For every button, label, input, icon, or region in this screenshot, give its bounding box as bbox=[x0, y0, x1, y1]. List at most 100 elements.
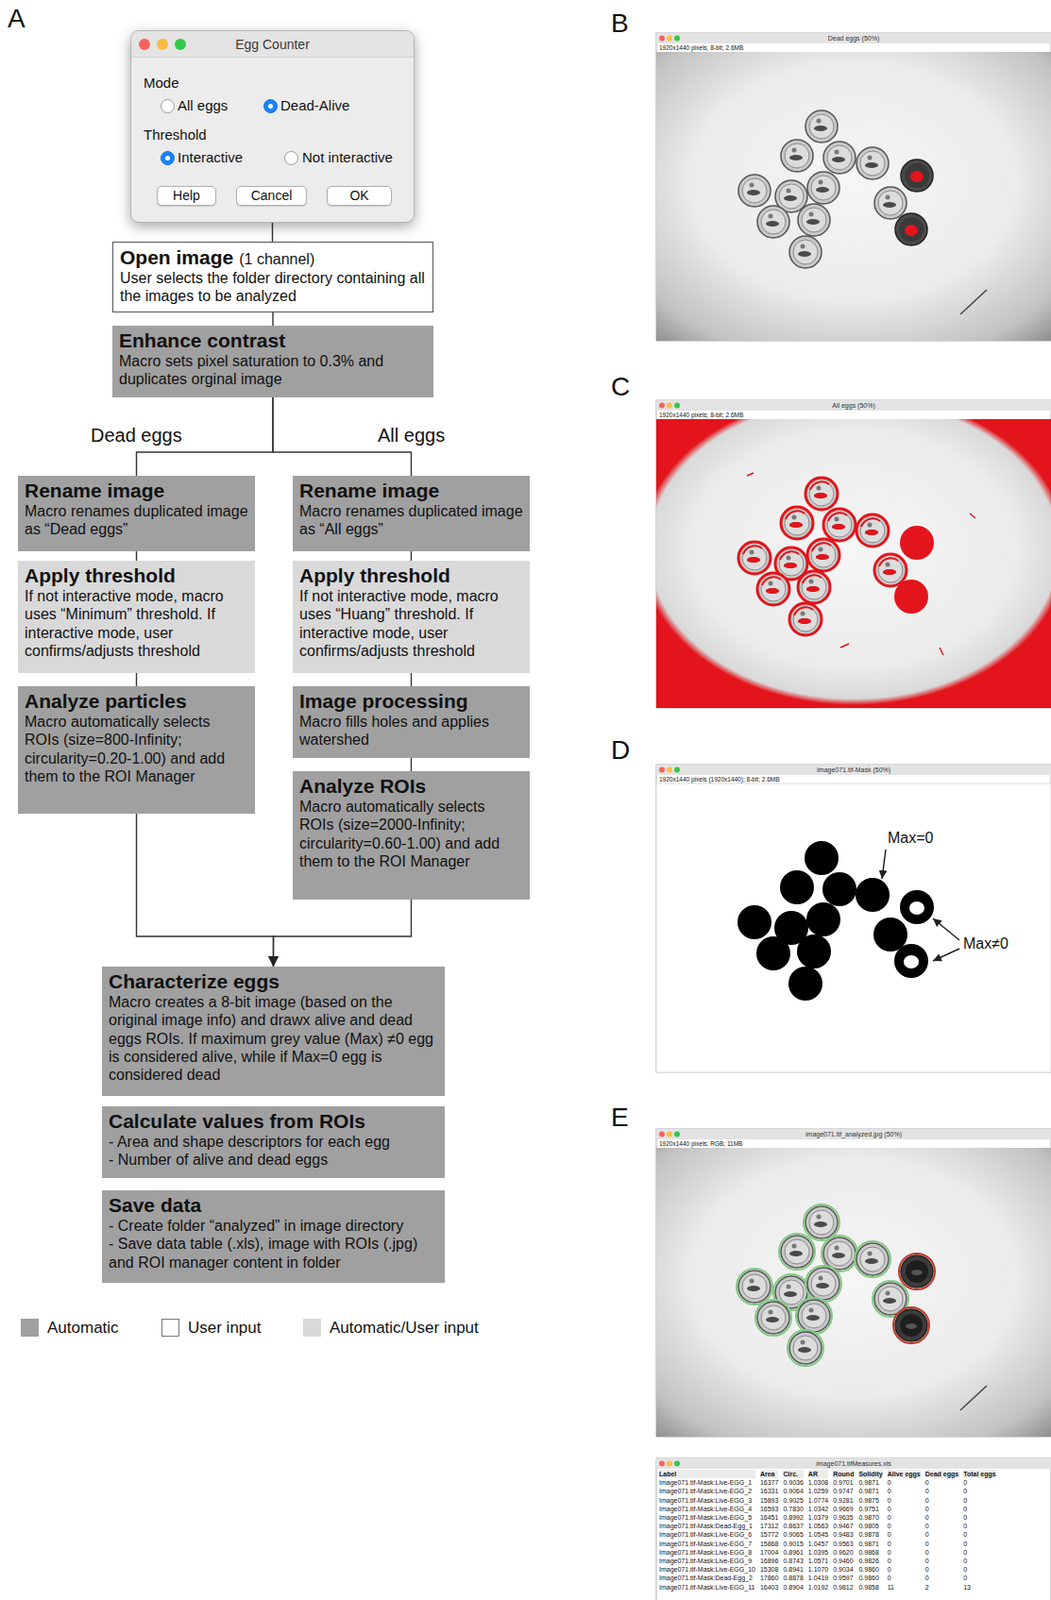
egg bbox=[856, 514, 889, 547]
table-header: Round bbox=[832, 1470, 854, 1479]
dead-egg bbox=[899, 525, 934, 560]
table-cell: 1.0259 bbox=[808, 1487, 829, 1496]
table-cell: 0.8961 bbox=[782, 1548, 803, 1558]
table-cell: 15893 bbox=[760, 1496, 779, 1506]
threshold-image bbox=[656, 419, 1051, 709]
table-cell: 0 bbox=[963, 1513, 996, 1523]
dead-egg bbox=[894, 944, 929, 979]
table-cell: 0.9812 bbox=[832, 1583, 854, 1593]
box-body: - Area and shape descriptors for each eg… bbox=[108, 1133, 439, 1152]
dead-egg bbox=[900, 159, 933, 192]
box-heading: Calculate values from ROIs bbox=[108, 1109, 439, 1134]
table-cell: 0 bbox=[963, 1548, 996, 1558]
table-cell: 0.9701 bbox=[832, 1478, 854, 1488]
table-cell: 0 bbox=[925, 1505, 959, 1514]
egg bbox=[789, 603, 822, 636]
group-label: Threshold bbox=[143, 126, 207, 144]
table-cell: 0.9034 bbox=[832, 1565, 854, 1575]
table-header: Solidity bbox=[858, 1470, 882, 1479]
connector bbox=[273, 899, 412, 967]
window-frame bbox=[656, 1458, 1051, 1600]
box-heading: Rename image bbox=[24, 478, 249, 503]
table-cell: 0.7830 bbox=[782, 1505, 803, 1514]
box-body: If not interactive mode, macro uses “Min… bbox=[24, 587, 249, 661]
table-cell: 15868 bbox=[760, 1540, 779, 1549]
title-bar bbox=[656, 33, 1051, 44]
panel-letter: E bbox=[610, 1102, 629, 1134]
table-cell: 0.9868 bbox=[858, 1548, 882, 1558]
egg bbox=[757, 573, 790, 606]
table-cell: 0 bbox=[887, 1574, 921, 1583]
leader-arrow bbox=[932, 918, 960, 941]
egg bbox=[807, 171, 840, 204]
window-title: All eggs (50%) bbox=[684, 400, 1023, 411]
table-header: Area bbox=[760, 1470, 779, 1479]
table-cell: 1.0545 bbox=[808, 1530, 829, 1540]
radio-label: All eggs bbox=[177, 97, 228, 115]
table-cell: 0.9460 bbox=[832, 1557, 854, 1566]
table-cell: 0 bbox=[887, 1565, 921, 1575]
table-cell: 0.8878 bbox=[782, 1574, 803, 1583]
process-box: Apply thresholdIf not interactive mode, … bbox=[17, 560, 255, 674]
title-bar bbox=[656, 400, 1051, 411]
table-cell: Image071.tif-Mask:Live-EGG_3 bbox=[659, 1496, 756, 1506]
table-cell: 17004 bbox=[760, 1548, 779, 1558]
panel-letter: A bbox=[7, 3, 26, 34]
heading-line: Open image(1 channel) bbox=[119, 245, 426, 270]
table-cell: 0.9015 bbox=[782, 1540, 803, 1549]
table-cell: 16451 bbox=[760, 1513, 779, 1523]
table-cell: 0 bbox=[887, 1548, 921, 1558]
table-cell: 0.9747 bbox=[832, 1487, 854, 1496]
egg bbox=[780, 507, 814, 540]
table-cell: 2 bbox=[925, 1583, 959, 1593]
table-cell: 0.9036 bbox=[782, 1478, 803, 1488]
table-cell: 0 bbox=[925, 1557, 959, 1566]
dialog-button: Cancel bbox=[236, 186, 307, 206]
box-heading: Save data bbox=[108, 1193, 439, 1218]
legend-swatch bbox=[20, 1319, 39, 1338]
radio-label: Interactive bbox=[177, 149, 243, 167]
table-cell: Image071.tif-Mask:Live-EGG_5 bbox=[659, 1513, 756, 1523]
table-cell: 0.9025 bbox=[782, 1496, 803, 1506]
table-cell: 11 bbox=[887, 1583, 921, 1593]
egg bbox=[779, 1234, 815, 1271]
title-bar bbox=[656, 1129, 1051, 1140]
dialog-title: Egg Counter bbox=[131, 35, 414, 53]
table-cell: Image071.tif-Mask:Live-EGG_6 bbox=[659, 1530, 756, 1540]
window-buttons bbox=[659, 1461, 680, 1468]
table-cell: 0 bbox=[963, 1540, 996, 1549]
process-box: Save data- Create folder “analyzed” in i… bbox=[101, 1190, 445, 1284]
table-cell: 0.9860 bbox=[858, 1574, 882, 1583]
table-cell: 1.0774 bbox=[808, 1496, 829, 1506]
egg bbox=[756, 936, 791, 971]
callout-label: Max≠0 bbox=[963, 934, 1009, 953]
table-cell: Image071.tif-Mask:Live-EGG_8 bbox=[659, 1548, 756, 1558]
table-cell: 1.0379 bbox=[808, 1513, 829, 1523]
microscope-image bbox=[656, 51, 1051, 341]
table-header: Circ. bbox=[782, 1470, 803, 1479]
table-cell: 0.8743 bbox=[782, 1557, 803, 1566]
table-cell: Image071.tif-Mask:Live-EGG_9 bbox=[659, 1557, 756, 1566]
table-cell: 0.8904 bbox=[782, 1583, 803, 1593]
egg bbox=[738, 542, 771, 575]
table-cell: 16403 bbox=[760, 1583, 779, 1593]
connector bbox=[271, 312, 273, 326]
heading-note: (1 channel) bbox=[238, 251, 315, 268]
button-label: Cancel bbox=[251, 187, 293, 204]
legend-swatch bbox=[303, 1319, 322, 1338]
egg bbox=[855, 878, 890, 913]
table-cell: Image071.tif-Mask:Live-EGG_1 bbox=[659, 1478, 756, 1488]
egg bbox=[738, 174, 771, 207]
process-box: Rename imageMacro renames duplicated ima… bbox=[292, 475, 530, 552]
table-cell: 1.0308 bbox=[808, 1478, 829, 1488]
egg bbox=[805, 1266, 842, 1303]
egg bbox=[856, 147, 889, 180]
egg bbox=[806, 902, 841, 937]
box-body: - Save data table (.xls), image with ROI… bbox=[108, 1235, 439, 1272]
egg bbox=[755, 1300, 792, 1337]
table-cell: 0 bbox=[925, 1513, 959, 1523]
egg bbox=[779, 870, 814, 905]
process-box: Rename imageMacro renames duplicated ima… bbox=[17, 475, 255, 552]
process-box: Analyze ROIsMacro automatically selects … bbox=[292, 771, 530, 900]
table-cell: 0.9871 bbox=[858, 1540, 882, 1549]
